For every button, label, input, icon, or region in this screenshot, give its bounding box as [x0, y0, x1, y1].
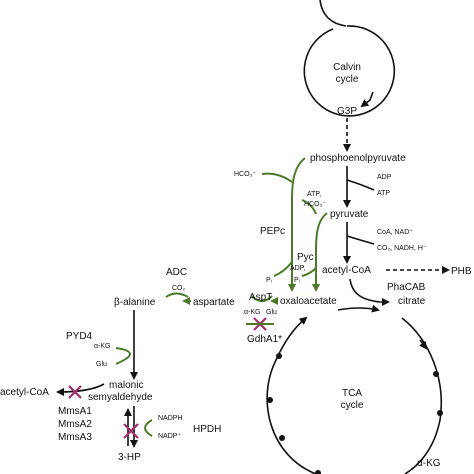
cofactor-glu-aspt: Glu [266, 309, 277, 316]
cofactor-coa-nad: CoA, NAD⁺ [377, 228, 413, 236]
cofactor-glu-pyd4: Glu [96, 361, 107, 368]
enzyme-mmsa2: MmsA2 [58, 419, 92, 430]
calvin-cycle-label-1: Calvin [333, 62, 361, 73]
enzyme-pyc: Pyc [297, 252, 314, 263]
calvin-cycle-label-2: cycle [336, 74, 359, 85]
tca-intermediate-dot [267, 397, 273, 403]
enzyme-aspt: AspT [249, 292, 272, 303]
pepc-hco3-input [261, 172, 293, 183]
cofactor-adp-pyc: ADP, [290, 265, 305, 272]
pepc-arrow [288, 157, 306, 292]
tca-intermediate-dot [433, 371, 439, 377]
hpdh-reaction: NADPH NADP⁺ HPDH [123, 406, 221, 448]
pyc-adp-output [301, 267, 317, 277]
cofactor-akg-aspt: α-KG [244, 309, 261, 316]
pyc-arrow [312, 212, 328, 292]
metabolite-malonic-1: malonic [109, 380, 143, 391]
cofactor-pi-pyc: Pᵢ [294, 277, 300, 284]
tca-intermediate-dot [276, 353, 282, 359]
tca-cycle-label-1: TCA [342, 388, 362, 399]
cofactor-atp: ATP [377, 190, 390, 197]
tca-cycle-ring [401, 317, 442, 474]
cofactor-akg-pyd4: α-KG [94, 343, 111, 350]
tca-citrate-arrow-head [419, 339, 428, 350]
pepc-pi-output [273, 261, 293, 277]
malonic-to-acetyl-coa-arrow [56, 383, 105, 396]
tca-oaa-to-citrate [337, 304, 380, 313]
enzyme-phacab: PhaCAB [387, 282, 426, 293]
tca-cycle: TCA cycle [266, 304, 443, 474]
pyc-atp-input [301, 199, 317, 215]
metabolite-phosphoenolpyruvate: phosphoenolpyruvate [310, 153, 406, 164]
acetyl-coa-to-citrate-arrow [349, 278, 390, 306]
cofactor-adp: ADP [377, 174, 392, 181]
hpdh-knockout-cross [123, 423, 139, 439]
calvin-cycle: Calvin cycle [303, 0, 396, 117]
enzyme-pyd4: PYD4 [66, 331, 93, 342]
metabolite-aspartate: aspartate [193, 297, 235, 308]
enzyme-mmsa1: MmsA1 [58, 406, 92, 417]
mmsa-knockout-cross [68, 385, 82, 399]
metabolite-malonic-2: semyaldehyde [88, 392, 153, 403]
cofactor-atp-pyc: ATP, [307, 191, 321, 198]
enzyme-pepc: PEPc [260, 226, 285, 237]
calvin-cycle-g3p-arrow [360, 91, 374, 108]
metabolite-acetyl-coa: acetyl-CoA [322, 265, 371, 276]
calvin-cycle-ring [303, 25, 396, 117]
metabolite-beta-alanine: β-alanine [114, 297, 156, 308]
tca-cycle-label-2: cycle [341, 400, 364, 411]
metabolite-oxaloacetate: oxaloacetate [280, 296, 337, 307]
tca-intermediate-dot [279, 435, 285, 441]
atp-cofactor-arrow [346, 179, 375, 191]
metabolite-alpha-kg: α-KG [417, 458, 441, 469]
metabolite-acetyl-coa-left: acetyl-CoA [0, 387, 49, 398]
cofactor-hco3-pyc: HCO₃⁻ [304, 201, 326, 208]
tca-intermediate-dot [437, 410, 443, 416]
metabolite-pyruvate: pyruvate [330, 209, 369, 220]
cofactor-hco3-pepc: HCO₃⁻ [234, 171, 256, 178]
metabolite-citrate: citrate [398, 296, 426, 307]
hpdh-cofactor-curve [144, 419, 153, 437]
cofactor-pi-pepc: Pᵢ [266, 277, 272, 284]
mmsa-reaction: acetyl-CoA MmsA1 MmsA2 MmsA3 [0, 383, 105, 443]
nadh-cofactor-arrow [346, 235, 375, 245]
adc-reaction: ADC CO₂ [165, 267, 191, 305]
pyd4-reaction: PYD4 α-KG Glu [66, 310, 138, 380]
cofactor-nadph: NADPH [158, 415, 183, 422]
cofactor-co2-nadh: CO₂, NADH, H⁻ [377, 245, 427, 252]
pepc-reaction: HCO₃⁻ Pᵢ PEPc [234, 157, 306, 292]
pyc-reaction: ATP, HCO₃⁻ ADP, Pᵢ Pyc [290, 191, 328, 292]
tca-cycle-ring-left [266, 316, 317, 474]
calvin-cycle-entry-arrow [319, 0, 347, 27]
pyd4-cofactor-curve [115, 347, 131, 365]
enzyme-hpdh: HPDH [193, 424, 221, 435]
aspt-reaction: AspT α-KG Glu GdhA1* [244, 292, 282, 345]
metabolite-3hp: 3-HP [118, 452, 141, 463]
aspt-cofactor-curve [251, 295, 273, 302]
cofactor-nadp: NADP⁺ [158, 432, 181, 440]
adc-co2-output [165, 292, 189, 298]
enzyme-mmsa3: MmsA3 [58, 432, 92, 443]
enzyme-gdha1: GdhA1* [247, 334, 282, 345]
cofactor-co2-adc: CO₂ [172, 285, 186, 292]
metabolite-g3p: G3P [337, 106, 357, 117]
tca-intermediate-dot [315, 470, 321, 474]
enzyme-adc: ADC [166, 267, 187, 278]
metabolite-phb: PHB [451, 266, 472, 277]
